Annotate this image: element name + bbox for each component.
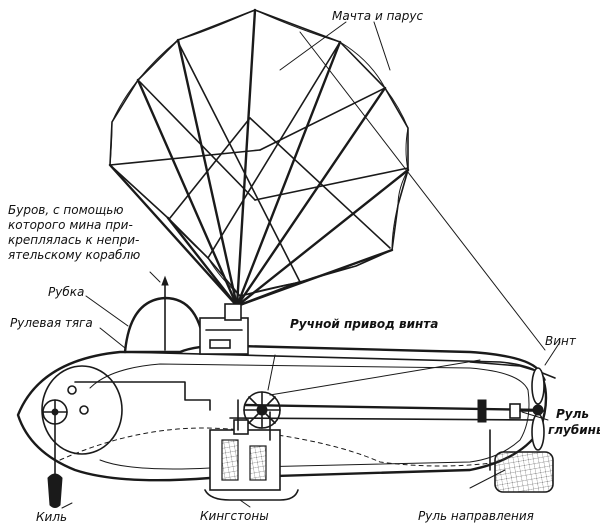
steering-rod-pointer	[99, 327, 126, 349]
bow-cap	[41, 365, 123, 455]
sail-ribs	[108, 8, 410, 308]
label-steering-rod: Рулевая тяга	[10, 316, 93, 330]
aft-frame	[469, 361, 556, 379]
sail-canopy	[109, 9, 409, 297]
shaft-brace	[269, 359, 481, 396]
depth-rudder-pointer	[521, 411, 549, 421]
label-depth-rudder-line1: Руль	[556, 407, 589, 421]
sail-struts	[109, 41, 409, 283]
keel-line	[59, 427, 501, 467]
keel-pointer	[61, 502, 73, 509]
label-drill-line4: ятельскому кораблю	[8, 248, 140, 262]
drill-pointer	[149, 271, 161, 283]
conning-tower-pointer	[85, 295, 129, 327]
mast-pointer-1	[279, 21, 347, 71]
conning-tower	[123, 271, 207, 354]
kingstons	[204, 399, 299, 508]
label-mast-and-sail: Мачта и парус	[332, 9, 423, 23]
bow-wheel	[42, 385, 89, 508]
mast-pointer-2	[373, 21, 391, 71]
drill-tip	[161, 275, 169, 286]
propeller	[531, 341, 561, 451]
mast-base	[199, 303, 249, 355]
shaft-guide	[229, 417, 541, 421]
rigging-line	[299, 31, 546, 351]
hull-inner	[89, 363, 530, 470]
label-direction-rudder: Руль направления	[418, 509, 534, 523]
label-kingstons: Кингстоны	[200, 509, 269, 523]
sail	[108, 8, 410, 311]
label-drill-line2: которого мина при-	[8, 218, 133, 232]
kingstons-pointer	[239, 499, 251, 508]
label-drill-line1: Буров, с помощью	[8, 203, 123, 217]
hull	[16, 344, 556, 482]
steering-rod	[74, 381, 211, 411]
sail-edge-scallops	[109, 9, 409, 297]
label-hand-drive: Ручной привод винта	[290, 317, 438, 331]
label-propeller: Винт	[545, 334, 577, 348]
label-drill-line3: креплялась к непри-	[8, 233, 139, 247]
hand-drive-pointer	[267, 354, 276, 391]
label-conning-tower: Рубка	[48, 285, 84, 299]
direction-rudder	[469, 429, 554, 493]
keel-weight	[47, 473, 63, 508]
label-keel: Киль	[36, 510, 67, 524]
propeller-shaft	[243, 403, 542, 412]
label-depth-rudder-line2: глубины	[548, 423, 600, 437]
